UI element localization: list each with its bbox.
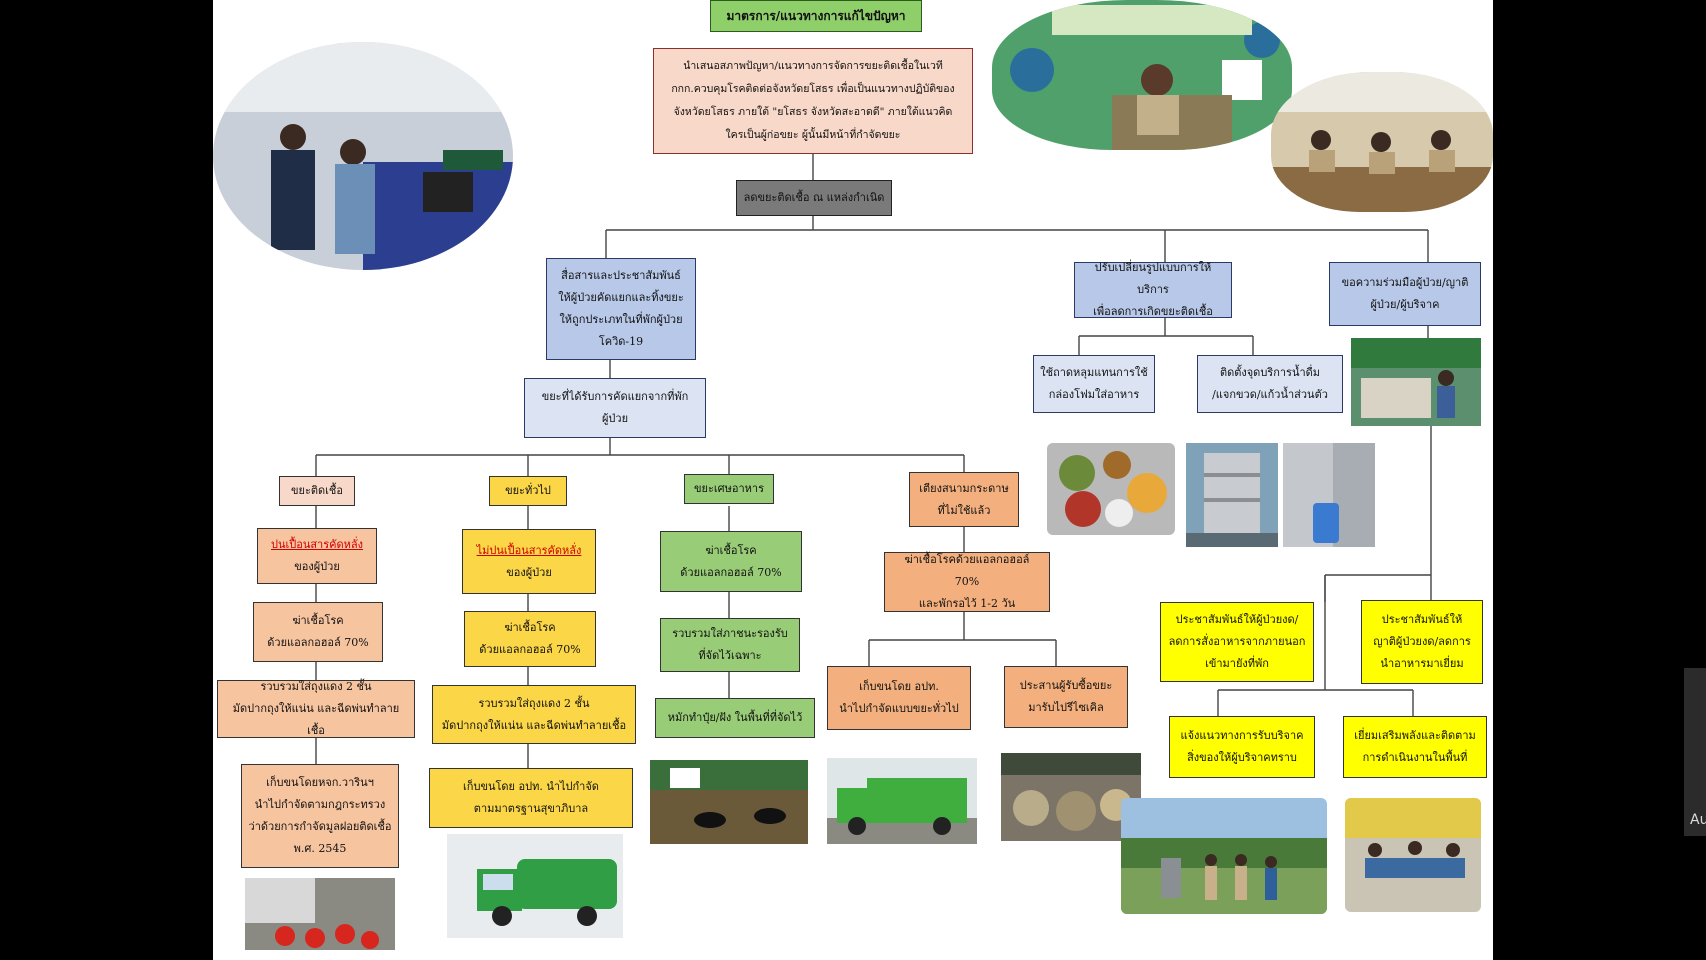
infectious-step1: ปนเปื้อนสารคัดหลั่ง ของผู้ป่วย bbox=[257, 528, 377, 584]
food-step2: รวบรวมใส่ภาชนะรองรับ ที่จัดไว้เฉพาะ bbox=[660, 618, 800, 672]
sorted-waste-box: ขยะที่ได้รับการคัดแยกจากที่พัก ผู้ป่วย bbox=[524, 378, 706, 438]
patient-service-photo bbox=[1351, 338, 1481, 426]
infectious-step4: เก็บขนโดยหจก.วารินฯ นำไปกำจัดตามกฎกระทรว… bbox=[241, 764, 399, 868]
side-panel-tab[interactable] bbox=[1684, 668, 1706, 836]
team-table-photo bbox=[1345, 798, 1481, 912]
cat-beds-title: เตียงสนามกระดาษ ที่ไม่ใช้แล้ว bbox=[909, 472, 1019, 527]
tray-box: ใช้ถาดหลุมแทนการใช้ กล่องโฟมใส่อาหาร bbox=[1033, 355, 1155, 413]
pr-patients-box: ประชาสัมพันธ์ให้ผู้ป่วยงด/ ลดการสั่งอาหา… bbox=[1160, 602, 1314, 682]
cat-general-title: ขยะทั่วไป bbox=[489, 476, 567, 506]
general-step4: เก็บขนโดย อปท. นำไปกำจัด ตามมาตรฐานสุขาภ… bbox=[429, 768, 633, 828]
water-point-box: ติดตั้งจุดบริการน้ำดื่ม /แจกขวด/แก้วน้ำส… bbox=[1197, 355, 1343, 413]
field-visit-photo bbox=[1121, 798, 1327, 914]
empower-box: เยี่ยมเสริมพลังและติดตาม การดำเนินงานในพ… bbox=[1343, 716, 1487, 778]
meeting-room-photo bbox=[1271, 72, 1493, 212]
green-truck-photo bbox=[827, 758, 977, 844]
pr-relatives-box: ประชาสัมพันธ์ให้ ญาติผู้ป่วยงด/ลดการ นำอ… bbox=[1361, 600, 1483, 684]
connector-lines bbox=[315, 153, 1432, 768]
communicate-box: สื่อสารและประชาสัมพันธ์ ให้ผู้ป่วยคัดแยก… bbox=[546, 258, 696, 360]
beds-buyer: ประสานผู้รับซื้อขยะ มารับไปรีไซเคิล bbox=[1004, 666, 1128, 728]
people-at-computer-photo bbox=[213, 42, 513, 270]
infectious-step2: ฆ่าเชื้อโรค ด้วยแอลกอฮอล์ 70% bbox=[253, 602, 383, 662]
intro-box: นำเสนอสภาพปัญหา/แนวทางการจัดการขยะติดเชื… bbox=[653, 48, 973, 154]
header-title: มาตรการ/แนวทางการแก้ไขปัญหา bbox=[710, 0, 922, 32]
cat-food-title: ขยะเศษอาหาร bbox=[684, 474, 774, 504]
garbage-truck-photo bbox=[447, 834, 623, 938]
cat-infectious-title: ขยะติดเชื้อ bbox=[279, 476, 355, 506]
beds-step1: ฆ่าเชื้อโรคด้วยแอลกอฮอล์ 70% และพักรอไว้… bbox=[884, 552, 1050, 612]
red-bags-photo bbox=[245, 878, 395, 950]
side-panel-text: Au bbox=[1690, 812, 1706, 828]
food-step1: ฆ่าเชื้อโรค ด้วยแอลกอฮอล์ 70% bbox=[660, 531, 802, 592]
beds-collect: เก็บขนโดย อปท. นำไปกำจัดแบบขยะทั่วไป bbox=[827, 666, 971, 730]
food-step3: หมักทำปุ๋ย/ฝัง ในพื้นที่ที่จัดไว้ bbox=[655, 698, 815, 738]
cooperate-box: ขอความร่วมมือผู้ป่วย/ญาติ ผู้ป่วย/ผู้บริ… bbox=[1329, 262, 1481, 326]
infectious-step3: รวบรวมใส่ถุงแดง 2 ชั้น มัดปากถุงให้แน่น … bbox=[217, 680, 415, 738]
water-bottle-photo bbox=[1283, 443, 1375, 547]
change-service-box: ปรับเปลี่ยนรูปแบบการให้บริการ เพื่อลดการ… bbox=[1074, 261, 1232, 318]
compost-pit-photo bbox=[650, 760, 808, 844]
reduce-at-source-box: ลดขยะติดเชื้อ ณ แหล่งกำเนิด bbox=[736, 180, 892, 216]
water-tank-photo bbox=[1186, 443, 1278, 547]
general-step1: ไม่ปนเปื้อนสารคัดหลั่ง ของผู้ป่วย bbox=[462, 529, 596, 594]
general-step2: ฆ่าเชื้อโรค ด้วยแอลกอฮอล์ 70% bbox=[464, 611, 596, 667]
donors-box: แจ้งแนวทางการรับบริจาค สิ่งของให้ผู้บริจ… bbox=[1169, 716, 1315, 778]
video-conference-photo bbox=[992, 0, 1292, 150]
food-tray-photo bbox=[1047, 443, 1175, 535]
slide: มาตรการ/แนวทางการแก้ไขปัญหา นำเสนอสภาพปั… bbox=[213, 0, 1493, 960]
general-step3: รวบรวมใส่ถุงแดง 2 ชั้น มัดปากถุงให้แน่น … bbox=[432, 685, 636, 744]
recycle-pile-photo bbox=[1001, 753, 1141, 841]
